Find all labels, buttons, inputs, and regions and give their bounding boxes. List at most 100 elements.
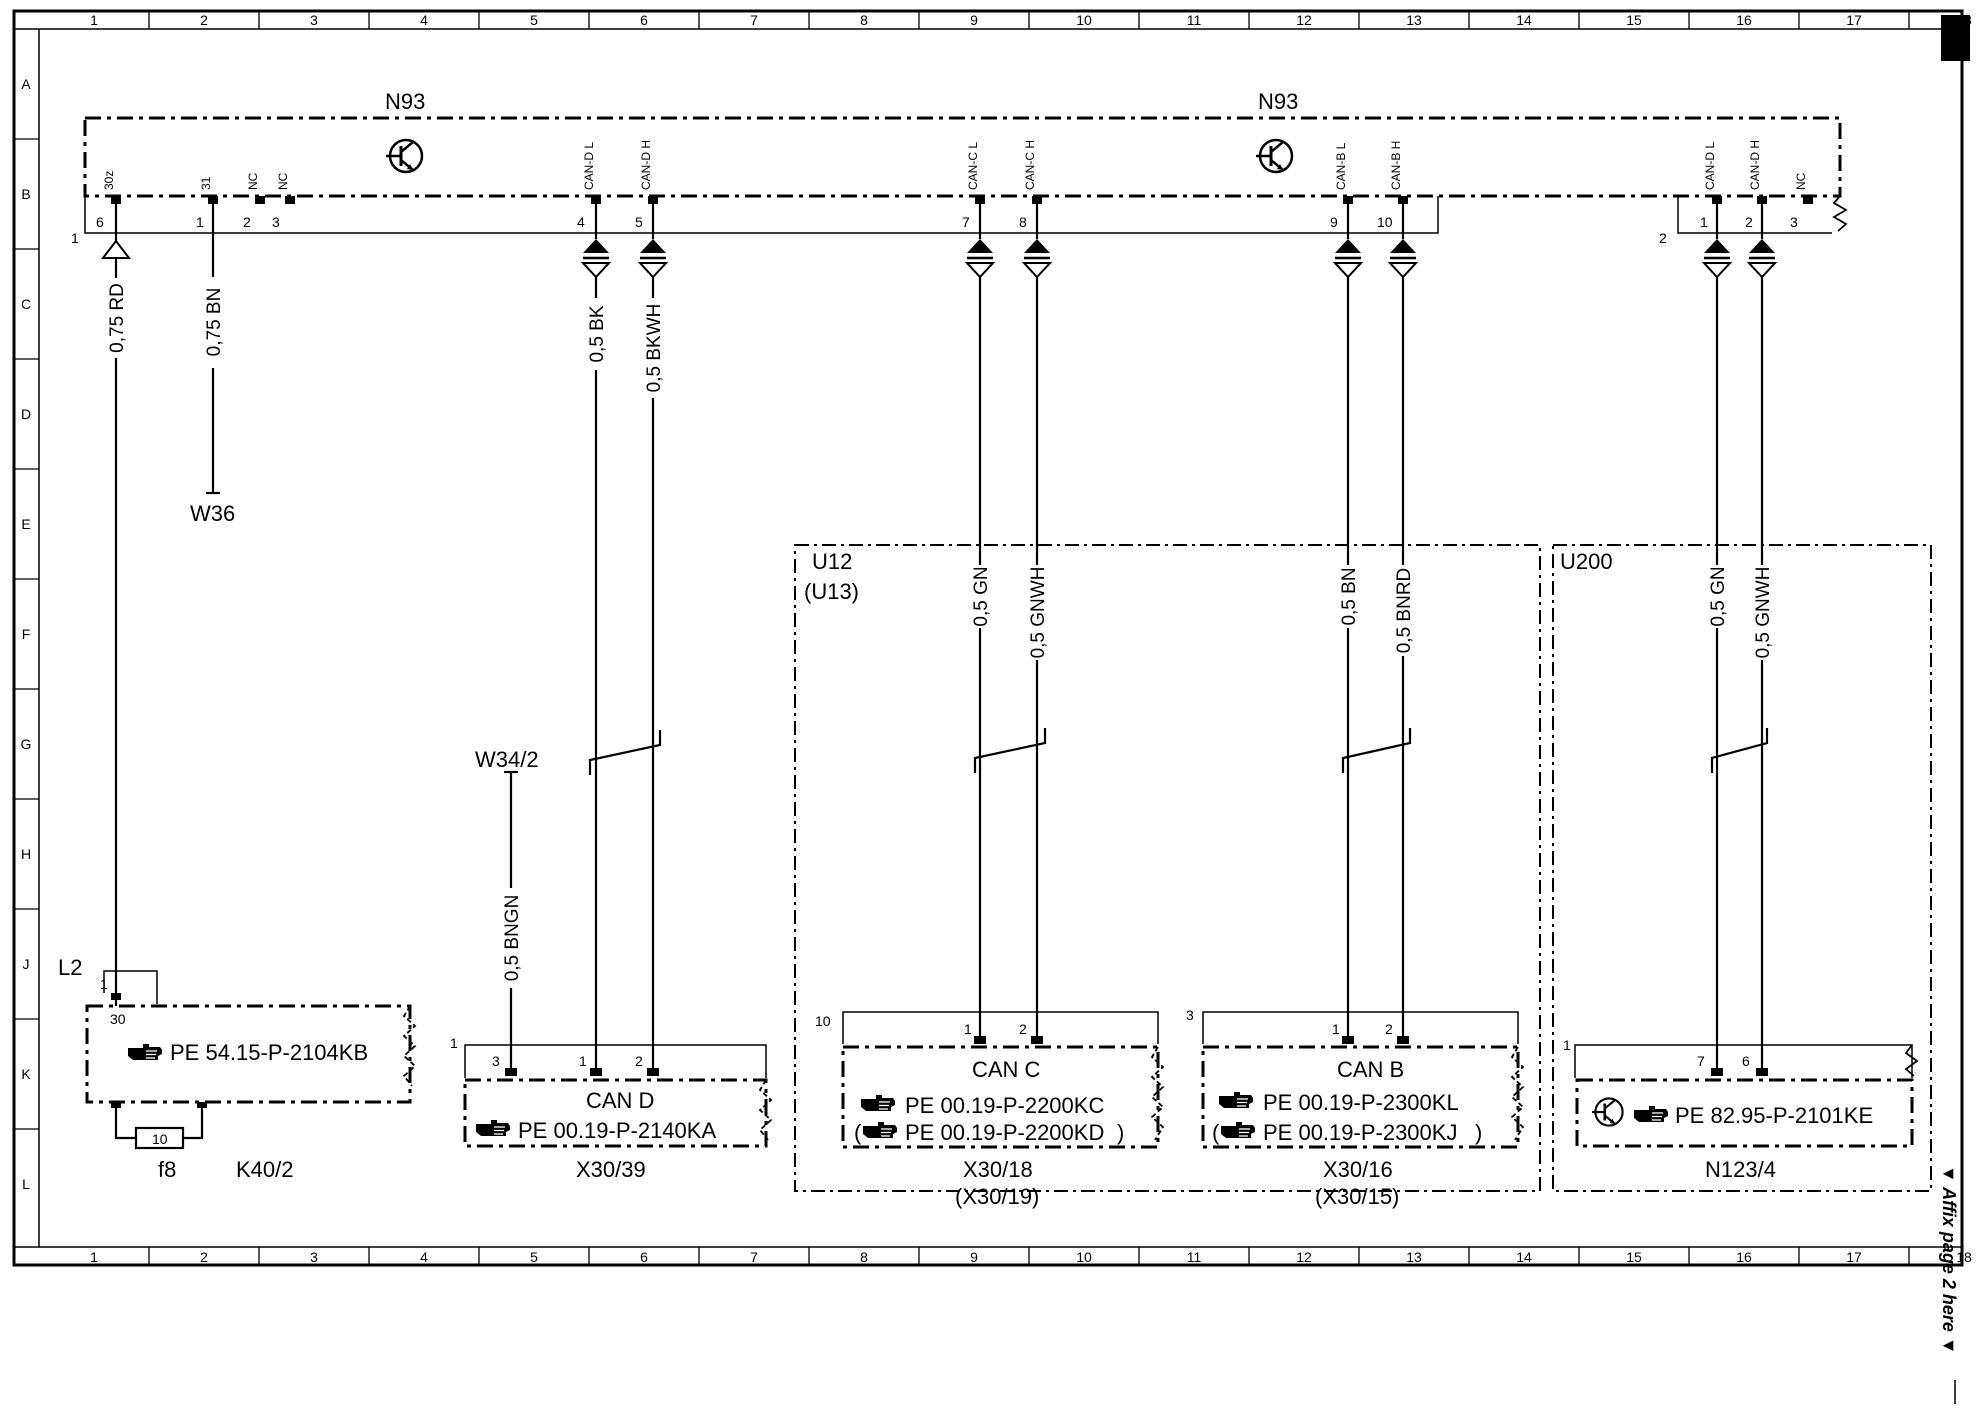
- reference-link[interactable]: PE 00.19-P-2200KC: [905, 1093, 1104, 1118]
- pin-number: 7: [1697, 1053, 1705, 1069]
- column-label: 17: [1846, 1249, 1862, 1265]
- wire-label: 0,5 GN: [1708, 566, 1729, 626]
- reference-link[interactable]: PE 00.19-P-2300KL: [1263, 1090, 1459, 1115]
- row-label: H: [21, 846, 31, 862]
- column-label: 1: [90, 1249, 98, 1265]
- x30-39-connector: [463, 1044, 773, 1148]
- pin-number: 5: [635, 214, 643, 230]
- u12-label: U12: [812, 549, 852, 574]
- affix-note: ▼ Affix page 2 here ▼: [1939, 1165, 1959, 1355]
- connector-number: 1: [450, 1035, 458, 1051]
- pin-signal-label: CAN-D H: [1748, 140, 1762, 190]
- wire-label: 0,5 BKWH: [644, 304, 665, 393]
- column-label: 15: [1626, 12, 1642, 28]
- reference-hand-icon: [860, 1094, 896, 1112]
- column-label: 4: [420, 12, 428, 28]
- column-label: 11: [1187, 1249, 1202, 1265]
- can-b-label: CAN B: [1337, 1057, 1404, 1082]
- pin-number: 2: [1385, 1021, 1393, 1037]
- connector-number: 2: [1659, 230, 1667, 246]
- page-marker: [1941, 15, 1970, 61]
- column-label: 7: [750, 12, 758, 28]
- x30-16-label: X30/16: [1323, 1157, 1393, 1182]
- column-label: 5: [530, 1249, 538, 1265]
- column-label: 6: [640, 1249, 648, 1265]
- reference-link[interactable]: PE 00.19-P-2140KA: [518, 1118, 716, 1143]
- pin-signal-label: CAN-D H: [639, 140, 653, 190]
- pin-number: 8: [1019, 214, 1027, 230]
- row-label: K: [21, 1066, 31, 1082]
- w34-2-label: W34/2: [475, 747, 539, 772]
- column-label: 6: [640, 12, 648, 28]
- column-label: 8: [860, 1249, 868, 1265]
- connector-number: 3: [1186, 1007, 1194, 1023]
- column-label: 12: [1296, 12, 1312, 28]
- twisted-pair-marker: [973, 728, 1047, 773]
- column-label: 12: [1296, 1249, 1312, 1265]
- pin-number: 4: [577, 214, 585, 230]
- connector-number: 10: [815, 1013, 831, 1029]
- n123-4-label: N123/4: [1705, 1157, 1776, 1182]
- inline-connector: [1387, 239, 1419, 279]
- column-label: 3: [310, 1249, 318, 1265]
- pin-signal-label: NC: [1794, 172, 1808, 190]
- reference-link[interactable]: PE 00.19-P-2200KD: [905, 1120, 1104, 1145]
- column-label: 2: [200, 1249, 208, 1265]
- fuse-value: 10: [152, 1131, 168, 1147]
- transistor-icon: [386, 138, 424, 174]
- twisted-pair-marker: [588, 730, 662, 775]
- column-label: 13: [1406, 1249, 1422, 1265]
- reference-link[interactable]: PE 82.95-P-2101KE: [1675, 1103, 1873, 1128]
- wire-label: 0,5 GNWH: [1028, 567, 1049, 659]
- pin-number: 3: [272, 214, 280, 230]
- x30-15-label: (X30/15): [1315, 1184, 1399, 1209]
- reference-hand-icon: [862, 1121, 898, 1139]
- column-label: 13: [1406, 12, 1422, 28]
- pin-number: 1: [964, 1021, 972, 1037]
- pin-number: 6: [1742, 1053, 1750, 1069]
- u13-label: (U13): [804, 579, 859, 604]
- column-label: 15: [1626, 1249, 1642, 1265]
- pin-signal-label: NC: [246, 172, 260, 190]
- column-label: 16: [1736, 1249, 1752, 1265]
- k40-2-module: [85, 970, 417, 1150]
- u200-module: [1552, 544, 1932, 1192]
- column-label: 4: [420, 1249, 428, 1265]
- inline-connector: [1746, 239, 1778, 279]
- pin-number: 1: [579, 1053, 587, 1069]
- pin-signal-label: 31: [199, 176, 213, 190]
- reference-link[interactable]: PE 00.19-P-2300KJ: [1263, 1120, 1457, 1145]
- pin-signal-label: CAN-B H: [1389, 141, 1403, 190]
- reference-link[interactable]: PE 54.15-P-2104KB: [170, 1040, 368, 1065]
- row-label: B: [21, 186, 30, 202]
- column-label: 11: [1187, 12, 1202, 28]
- n93-label: N93: [385, 89, 425, 114]
- row-label: D: [21, 406, 31, 422]
- inline-connector: [1701, 239, 1733, 279]
- pin-number: 10: [1377, 214, 1393, 230]
- svg-text:(: (: [1212, 1120, 1220, 1145]
- svg-text:): ): [1475, 1120, 1482, 1145]
- pin-number: 1: [100, 976, 108, 992]
- twisted-pair-marker: [1341, 728, 1412, 773]
- row-label: L: [22, 1176, 30, 1192]
- l2-label: L2: [58, 955, 82, 980]
- x30-39-label: X30/39: [576, 1157, 646, 1182]
- n93-label: N93: [1258, 89, 1298, 114]
- column-label: 10: [1076, 12, 1092, 28]
- wire-label: 0,75 BN: [204, 288, 225, 357]
- pin-number: 2: [1745, 214, 1753, 230]
- u12-module: [794, 544, 1541, 1192]
- column-label: 3: [310, 12, 318, 28]
- can-c-label: CAN C: [972, 1057, 1041, 1082]
- transistor-icon: [1256, 138, 1294, 174]
- transistor-icon: [1592, 1097, 1624, 1127]
- column-label: 14: [1516, 1249, 1532, 1265]
- inline-connector: [580, 239, 612, 279]
- wire-label: 0,5 GN: [971, 566, 992, 626]
- pin-signal-label: CAN-B L: [1334, 142, 1348, 190]
- svg-text:(: (: [854, 1120, 862, 1145]
- column-label: 16: [1736, 12, 1752, 28]
- column-label: 10: [1076, 1249, 1092, 1265]
